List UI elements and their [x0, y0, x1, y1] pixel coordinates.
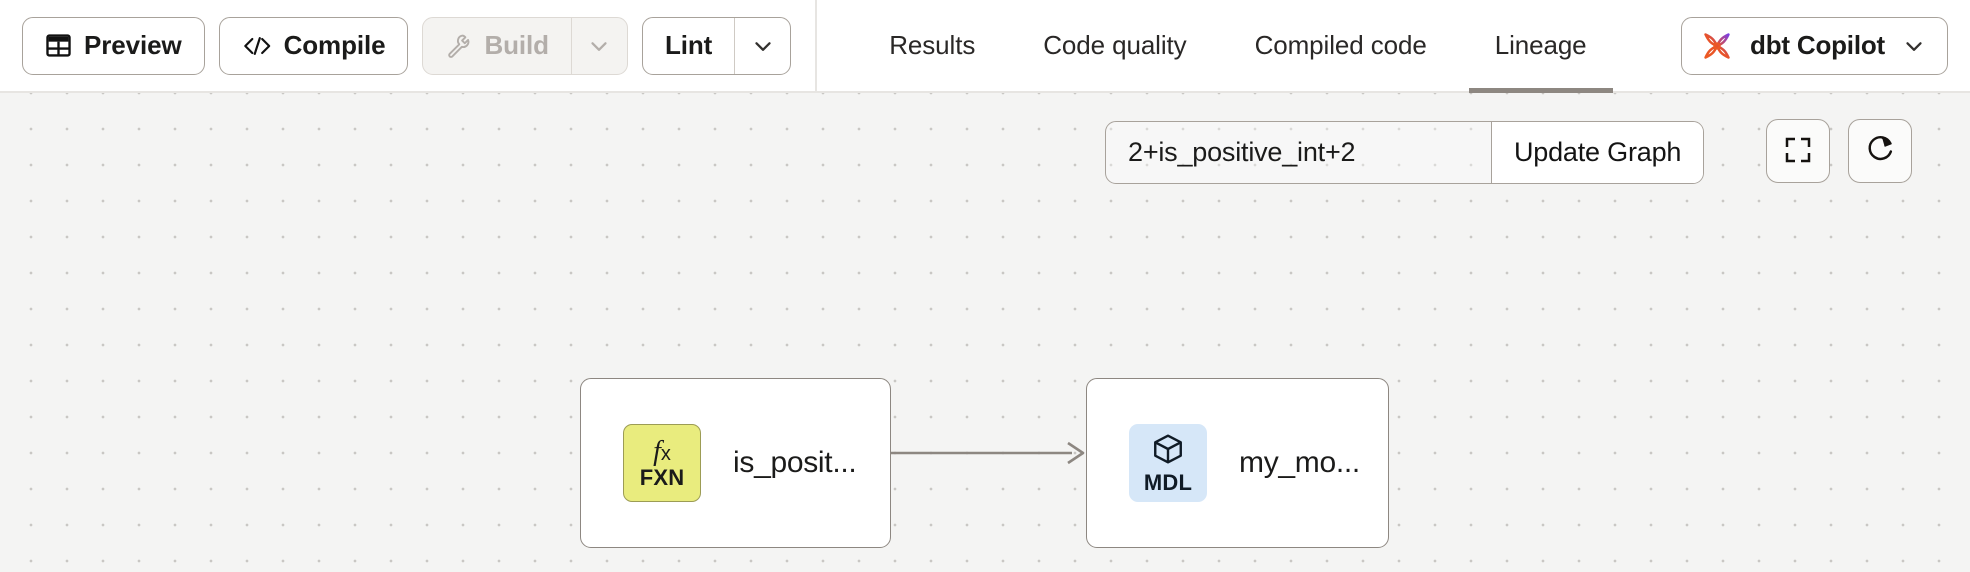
cube-glyph — [1151, 432, 1185, 471]
lint-caret-button[interactable] — [734, 17, 790, 74]
node-title: my_mo... — [1239, 446, 1360, 479]
editor-tabs: Results Code quality Compiled code Linea… — [817, 0, 1671, 93]
lineage-canvas[interactable]: Update Graph — [0, 93, 1970, 572]
lineage-node-my-model[interactable]: MDL my_mo... — [1086, 378, 1389, 548]
lint-button-group: Lint — [641, 16, 792, 75]
dbt-copilot-label: dbt Copilot — [1750, 30, 1885, 60]
preview-button-label: Preview — [84, 30, 182, 60]
lint-button-label: Lint — [664, 30, 713, 60]
lint-button[interactable]: Lint — [643, 18, 734, 74]
refresh-graph-button[interactable] — [1848, 119, 1912, 183]
tab-code-quality[interactable]: Code quality — [1017, 0, 1212, 91]
lineage-edge — [880, 438, 1090, 473]
tab-results[interactable]: Results — [863, 0, 1001, 91]
node-type-badge-label: FXN — [639, 464, 685, 490]
fit-view-button[interactable] — [1766, 119, 1830, 183]
build-caret-button — [570, 17, 627, 74]
tab-lineage[interactable]: Lineage — [1468, 0, 1613, 93]
node-type-badge-label: MDL — [1143, 470, 1193, 495]
function-icon: fx FXN — [623, 424, 701, 502]
cube-icon: MDL — [1129, 424, 1207, 502]
editor-toolbar: Preview Compile — [0, 0, 815, 91]
build-button-group: Build — [422, 16, 628, 75]
canvas-icon-buttons — [1766, 119, 1912, 183]
node-selector-input[interactable] — [1106, 122, 1491, 183]
chevron-down-icon — [1901, 33, 1927, 59]
build-button: Build — [423, 18, 571, 74]
graph-controls: Update Graph — [1105, 121, 1705, 184]
compile-button-label: Compile — [283, 30, 386, 60]
build-button-label: Build — [484, 30, 549, 60]
table-icon — [45, 32, 72, 59]
code-icon — [242, 34, 272, 58]
fullscreen-icon — [1783, 135, 1813, 168]
update-graph-button[interactable]: Update Graph — [1491, 122, 1704, 183]
editor-header: Preview Compile — [0, 0, 1970, 93]
copilot-container: dbt Copilot — [1671, 0, 1970, 91]
wrench-icon — [445, 32, 472, 59]
preview-button[interactable]: Preview — [22, 16, 205, 75]
toolbar-tabs-divider — [815, 0, 818, 91]
lineage-node-is-positive-int[interactable]: fx FXN is_posit... — [580, 378, 891, 548]
compile-button[interactable]: Compile — [218, 16, 409, 75]
dbt-copilot-button[interactable]: dbt Copilot — [1681, 16, 1948, 75]
dbt-copilot-star-icon — [1700, 29, 1734, 63]
refresh-icon — [1865, 134, 1896, 168]
node-selector-group: Update Graph — [1105, 121, 1705, 184]
node-title: is_posit... — [733, 446, 857, 479]
tab-compiled-code[interactable]: Compiled code — [1229, 0, 1453, 91]
fx-glyph: fx — [653, 435, 671, 467]
